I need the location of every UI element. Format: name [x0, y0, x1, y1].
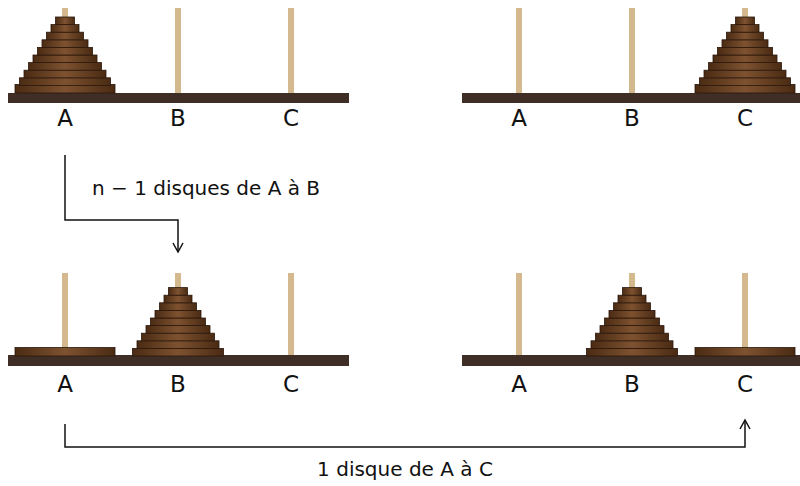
peg-label: A — [511, 107, 527, 130]
peg-label: B — [624, 107, 640, 130]
peg-label: A — [57, 107, 73, 130]
panel-step-one — [8, 273, 349, 366]
step-caption: n − 1 disques de A à B — [92, 178, 320, 198]
peg-label: B — [170, 373, 186, 396]
peg-label: C — [283, 107, 299, 130]
peg-label: A — [57, 373, 73, 396]
peg-label: B — [170, 107, 186, 130]
peg-label: C — [737, 373, 753, 396]
step-arrow — [65, 155, 183, 252]
panel-start — [8, 8, 349, 103]
step-arrow — [65, 420, 750, 447]
step-caption: 1 disque de A à C — [317, 459, 493, 479]
panel-step-two — [462, 273, 800, 366]
peg-label: B — [624, 373, 640, 396]
peg-label: A — [511, 373, 527, 396]
panel-goal — [462, 8, 800, 103]
peg-label: C — [283, 373, 299, 396]
peg-label: C — [737, 107, 753, 130]
